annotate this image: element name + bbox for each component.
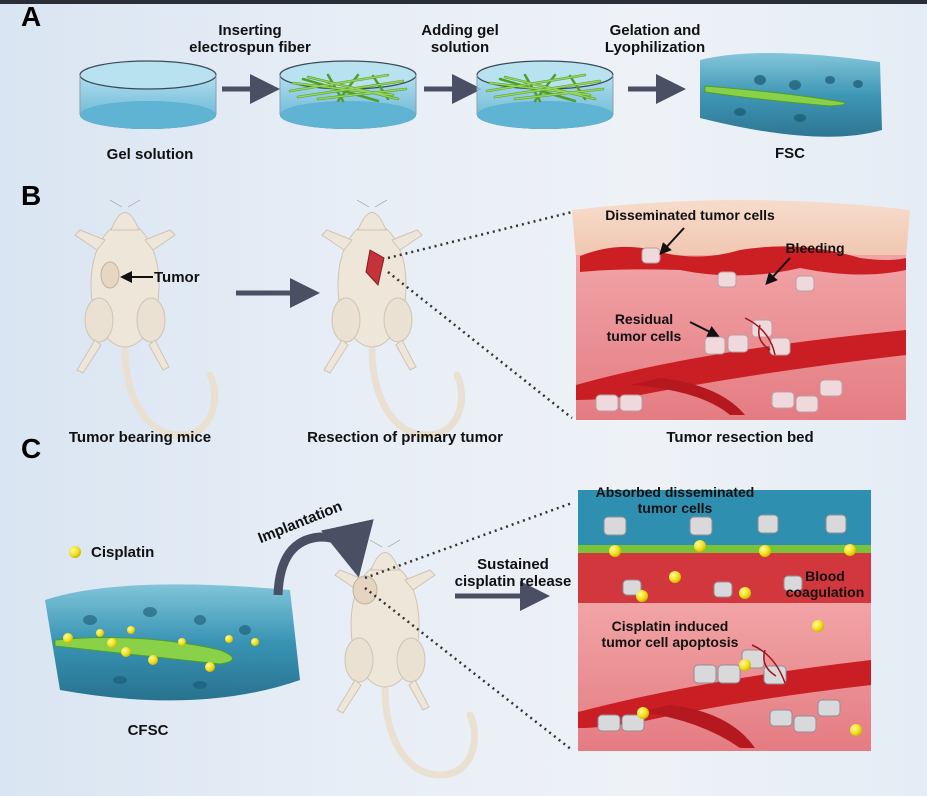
caption-resection: Resection of primary tumor — [307, 429, 503, 446]
panel-letter-b: B — [21, 180, 42, 211]
cisplatin-particles — [609, 540, 862, 736]
petri-dish-gel — [79, 60, 217, 130]
pointer-residual — [689, 321, 720, 337]
label-bleeding: Bleeding — [785, 240, 845, 256]
caption-tumor-bearing-mice: Tumor bearing mice — [68, 429, 212, 446]
panel-letter-c: C — [21, 433, 42, 464]
label-cisplatin-apoptosis: Cisplatin induced tumor cell apoptosis — [601, 618, 739, 650]
cfsc-scaffold — [45, 584, 300, 701]
label-inserting-fiber: Inserting electrospun fiber — [189, 22, 311, 56]
mouse-resected — [322, 200, 462, 435]
label-gel-solution: Gel solution — [106, 146, 194, 163]
label-cfsc: CFSC — [127, 722, 169, 739]
pointer-bleeding — [765, 257, 791, 285]
caption-resection-bed: Tumor resection bed — [666, 429, 814, 446]
mouse-tumor-bearing — [75, 200, 215, 435]
resection-bed-inset — [572, 200, 910, 420]
legend-cisplatin: Cisplatin — [91, 544, 155, 561]
label-tumor: Tumor — [154, 269, 200, 286]
label-gelation: Gelation and Lyophilization — [604, 22, 706, 56]
panel-letter-a: A — [21, 1, 42, 32]
fsc-scaffold — [700, 52, 882, 137]
label-sustained-release: Sustained cisplatin release — [454, 556, 572, 590]
mouse-implanted — [335, 540, 475, 775]
label-disseminated-cells: Disseminated tumor cells — [605, 207, 775, 223]
implantation-arrow — [273, 519, 374, 596]
label-adding-gel: Adding gel solution — [421, 22, 499, 56]
label-absorbed-cells: Absorbed disseminated tumor cells — [595, 484, 755, 516]
cisplatin-legend-dot — [69, 546, 81, 558]
zoom-guide-lines-c — [364, 501, 573, 751]
top-border — [0, 0, 927, 4]
zoom-guide-lines-b — [387, 210, 573, 419]
pointer-disseminated — [659, 227, 685, 255]
petri-dish-fiber — [279, 60, 417, 130]
petri-dish-gel-added — [476, 60, 614, 130]
label-residual-cells: Residual tumor cells — [606, 311, 682, 344]
label-blood-coagulation: Blood coagulation — [785, 568, 865, 600]
implant-site-inset — [578, 490, 871, 751]
label-fsc: FSC — [775, 145, 805, 162]
